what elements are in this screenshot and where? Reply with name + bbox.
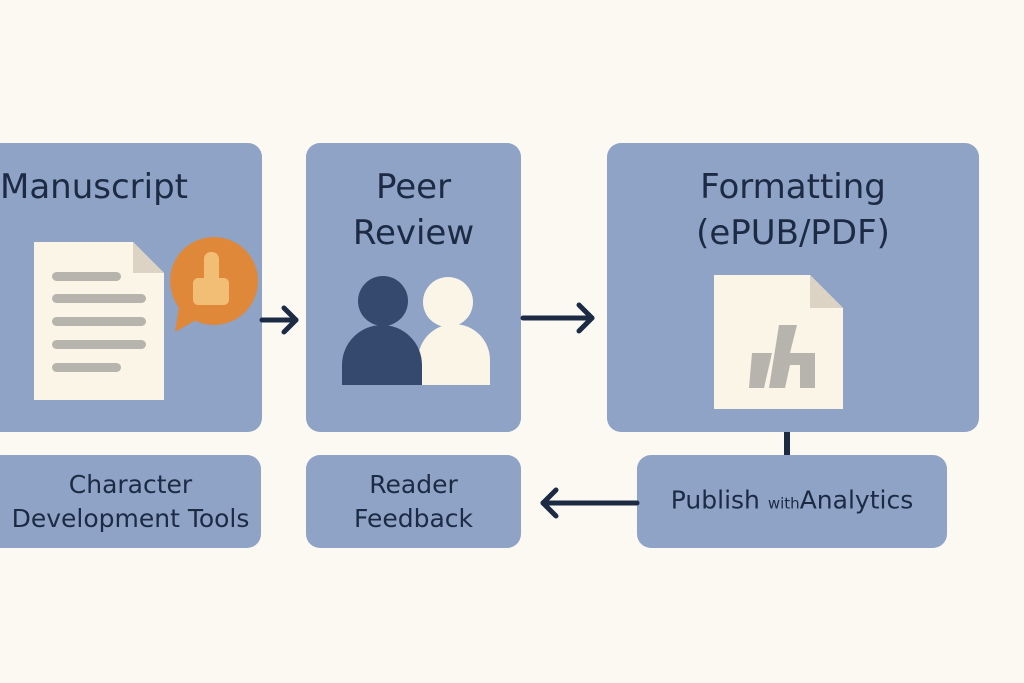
character-tools-line2: Development Tools xyxy=(11,503,250,533)
with-word: with xyxy=(767,494,800,512)
formatting-title-line2: (ePUB/PDF) xyxy=(696,213,890,253)
reader-feedback-line1: Reader xyxy=(369,469,458,499)
publish-word: Publish xyxy=(670,485,760,514)
manuscript-title: Manuscript xyxy=(0,167,189,207)
publish-node: Publish withAnalytics xyxy=(637,455,947,548)
file-format-icon xyxy=(714,275,843,409)
document-icon xyxy=(34,242,164,400)
arrow-manuscript-to-review xyxy=(259,305,299,335)
people-icon xyxy=(342,276,490,385)
reader-feedback-label: Reader Feedback xyxy=(306,468,521,536)
publish-label: Publish withAnalytics xyxy=(637,483,947,520)
reader-feedback-node: Reader Feedback xyxy=(306,455,521,548)
character-tools-line1: Character xyxy=(68,469,193,499)
peer-review-title-line2: Review xyxy=(352,213,475,253)
character-tools-node: Character Development Tools xyxy=(0,455,261,548)
arrow-review-to-formatting xyxy=(520,302,595,334)
reader-feedback-line2: Feedback xyxy=(353,503,474,533)
character-tools-label: Character Development Tools xyxy=(0,468,261,536)
formatting-title-line1: Formatting xyxy=(700,167,886,207)
analytics-word: Analytics xyxy=(799,485,914,514)
thumbs-up-comment-icon xyxy=(170,237,258,332)
arrow-publish-to-feedback xyxy=(540,487,640,519)
peer-review-title-line1: Peer xyxy=(375,167,452,207)
